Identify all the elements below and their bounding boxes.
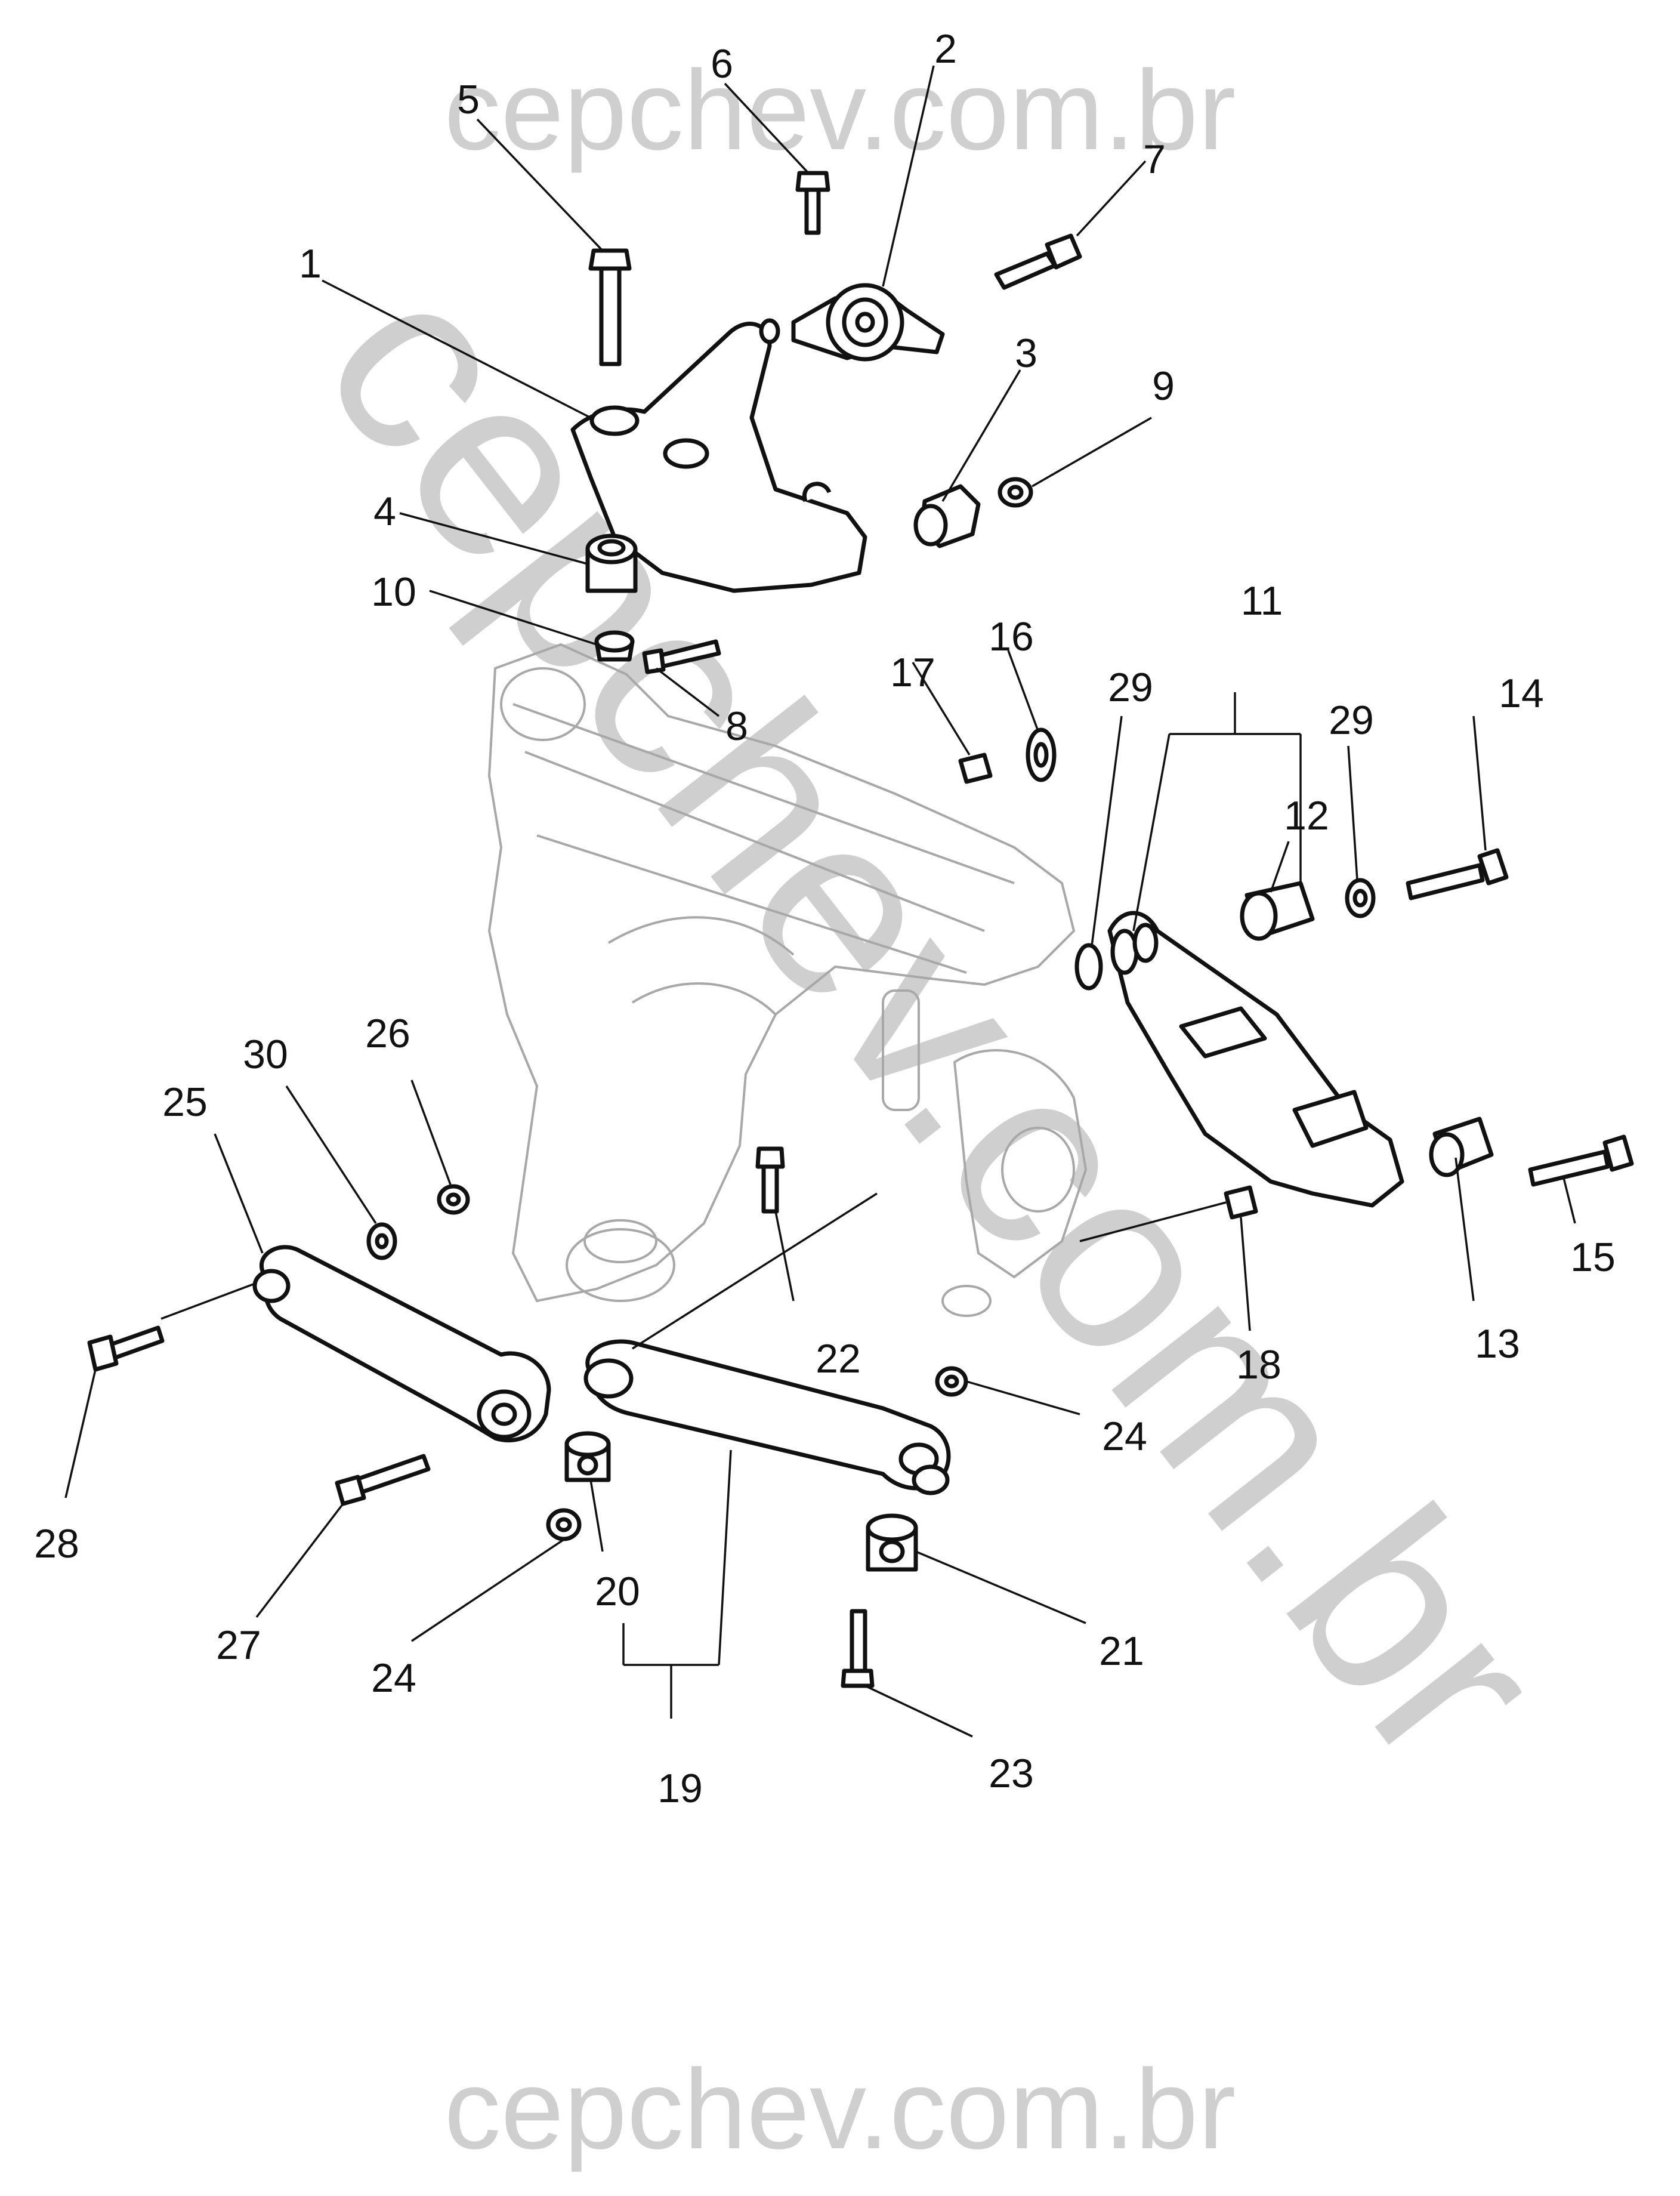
nut-10 (594, 630, 635, 662)
nut-9 (998, 477, 1033, 508)
callout-17: 17 (890, 650, 935, 695)
bolt-27 (335, 1454, 431, 1506)
callout-29b: 29 (1329, 698, 1374, 743)
upper-control-arm (570, 318, 867, 593)
callout-26: 26 (365, 1011, 410, 1056)
nut-17 (958, 752, 993, 784)
callout-11: 11 (1241, 578, 1283, 624)
callout-5: 5 (457, 77, 480, 122)
lower-control-arm (1107, 911, 1404, 1208)
trailing-link-19 (583, 1339, 951, 1495)
watermark-top: cepchev.com.br (444, 47, 1236, 174)
rear-subframe-ghost (487, 643, 1088, 1317)
callout-labels: 1 2 3 4 5 6 7 8 9 10 11 12 13 14 15 16 1… (34, 26, 1616, 1811)
callout-20: 20 (595, 1569, 640, 1614)
callout-13: 13 (1475, 1321, 1520, 1367)
bolt-7 (994, 233, 1082, 290)
bushing-21 (866, 1513, 918, 1572)
watermark-bottom: cepchev.com.br (444, 2046, 1236, 2173)
bolt-28 (87, 1325, 165, 1372)
callout-21: 21 (1099, 1629, 1144, 1674)
callout-16: 16 (989, 614, 1034, 659)
callout-1: 1 (299, 241, 322, 286)
callout-22: 22 (816, 1336, 861, 1381)
bolt-8 (642, 639, 721, 674)
bushing-4 (585, 533, 638, 593)
callout-9: 9 (1152, 363, 1175, 409)
bolt-6 (795, 171, 830, 235)
bolt-22 (755, 1146, 785, 1214)
nut-24b (935, 1366, 968, 1397)
callout-18: 18 (1236, 1342, 1281, 1387)
bolt-5 (588, 248, 632, 366)
callout-29a: 29 (1108, 665, 1153, 710)
lateral-link-25 (252, 1245, 551, 1443)
bushing-3 (913, 484, 981, 548)
callout-25: 25 (162, 1080, 208, 1125)
callout-7: 7 (1143, 137, 1166, 182)
callout-4: 4 (373, 489, 396, 534)
callout-8: 8 (725, 704, 748, 749)
callout-12: 12 (1284, 793, 1329, 838)
callout-14: 14 (1499, 671, 1544, 716)
callout-3: 3 (1015, 331, 1037, 376)
callout-6: 6 (711, 41, 733, 87)
callout-24b: 24 (1102, 1414, 1147, 1459)
bolt-14 (1406, 848, 1509, 900)
nut-26 (437, 1184, 470, 1215)
washer-30 (366, 1222, 397, 1260)
callout-10: 10 (371, 569, 416, 615)
washer-29a (1074, 943, 1103, 991)
callout-2: 2 (934, 26, 957, 72)
callout-15: 15 (1570, 1235, 1616, 1280)
bolt-15 (1528, 1134, 1634, 1187)
washer-16 (1026, 727, 1057, 782)
callout-28: 28 (34, 1521, 79, 1566)
leader-lines (64, 65, 1576, 1738)
callout-30: 30 (243, 1032, 288, 1077)
callout-23: 23 (989, 1751, 1034, 1796)
bushing-20 (564, 1431, 611, 1482)
bushing-12 (1240, 881, 1315, 941)
nut-24a (546, 1508, 582, 1541)
callout-27: 27 (216, 1623, 261, 1668)
bushing-13 (1429, 1116, 1494, 1177)
washer-29b (1345, 878, 1376, 918)
bushing-bracket (791, 283, 945, 362)
callout-24a: 24 (371, 1655, 416, 1701)
bolt-23 (841, 1609, 875, 1688)
callout-19: 19 (657, 1766, 703, 1811)
watermark-diagonal: cepchev.com.br (269, 226, 1599, 1815)
nut-18 (1224, 1185, 1258, 1220)
